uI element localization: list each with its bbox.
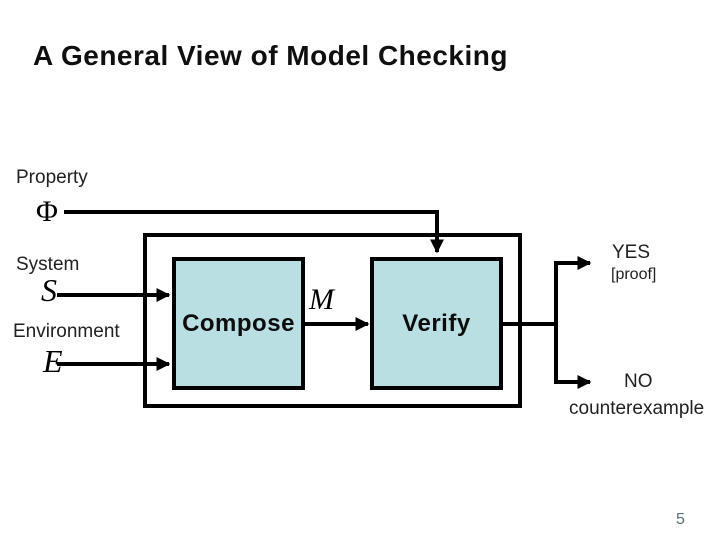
proof-detail-label: [proof] [611, 266, 657, 283]
compose-box [172, 257, 305, 390]
phi-symbol: Φ [36, 195, 58, 228]
counterexample-detail-label: counterexample [569, 398, 705, 419]
property-label: Property [16, 167, 88, 188]
outer-boundary-box [143, 233, 522, 408]
yes-outcome-label: YES [612, 242, 651, 263]
no-outcome-label: NO [624, 371, 653, 392]
verify-box-label: Verify [402, 309, 471, 337]
environment-symbol: E [43, 343, 63, 379]
model-symbol: M [309, 283, 334, 316]
compose-box-label: Compose [182, 309, 295, 337]
phi-to-verify-arrow [64, 210, 444, 254]
no-branch-arrow [554, 324, 592, 389]
verify-box [370, 257, 503, 390]
environment-label: Environment [13, 321, 120, 342]
system-symbol: S [41, 272, 57, 308]
yes-branch-arrow [554, 256, 592, 324]
page-title: A General View of Model Checking [33, 40, 508, 71]
system-label: System [16, 254, 80, 275]
page-number: 5 [676, 511, 685, 528]
